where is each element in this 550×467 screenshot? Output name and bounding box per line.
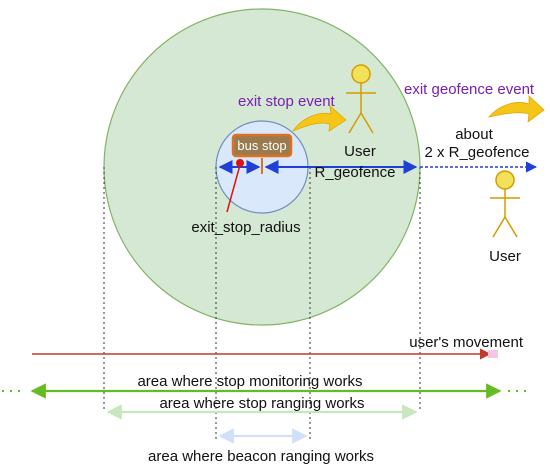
user-inside-figure: [346, 64, 376, 134]
exit-stop-event-label: exit stop event: [238, 93, 336, 110]
exit-stop-radius-label: exit_stop_radius: [191, 219, 300, 236]
exit-geofence-event-arrow: [487, 95, 545, 123]
exit-geofence-event-label: exit geofence event: [404, 81, 535, 98]
users-movement-end-marker: [488, 350, 498, 358]
guide-lines: [103, 167, 421, 442]
beacon-ranging-label: area where beacon ranging works: [148, 448, 374, 465]
user-outside-label: User: [489, 248, 521, 265]
stop-ranging-label: area where stop ranging works: [159, 395, 364, 412]
about-label: about: [455, 126, 493, 143]
stop-monitoring-label: area where stop monitoring works: [137, 373, 362, 390]
bus-stop-label: bus stop: [237, 138, 286, 153]
two-r-geofence-label: 2 x R_geofence: [424, 144, 529, 161]
r-geofence-label: R_geofence: [315, 164, 396, 181]
red-dot: [236, 159, 244, 167]
exit-stop-event-arrow: [291, 105, 347, 132]
bus-stop-box: [231, 133, 293, 158]
exit-stop-radius-pointer: [226, 164, 241, 213]
user-inside-label: User: [344, 143, 376, 160]
users-movement-label: user's movement: [409, 334, 524, 351]
user-outside-figure: [490, 170, 520, 238]
